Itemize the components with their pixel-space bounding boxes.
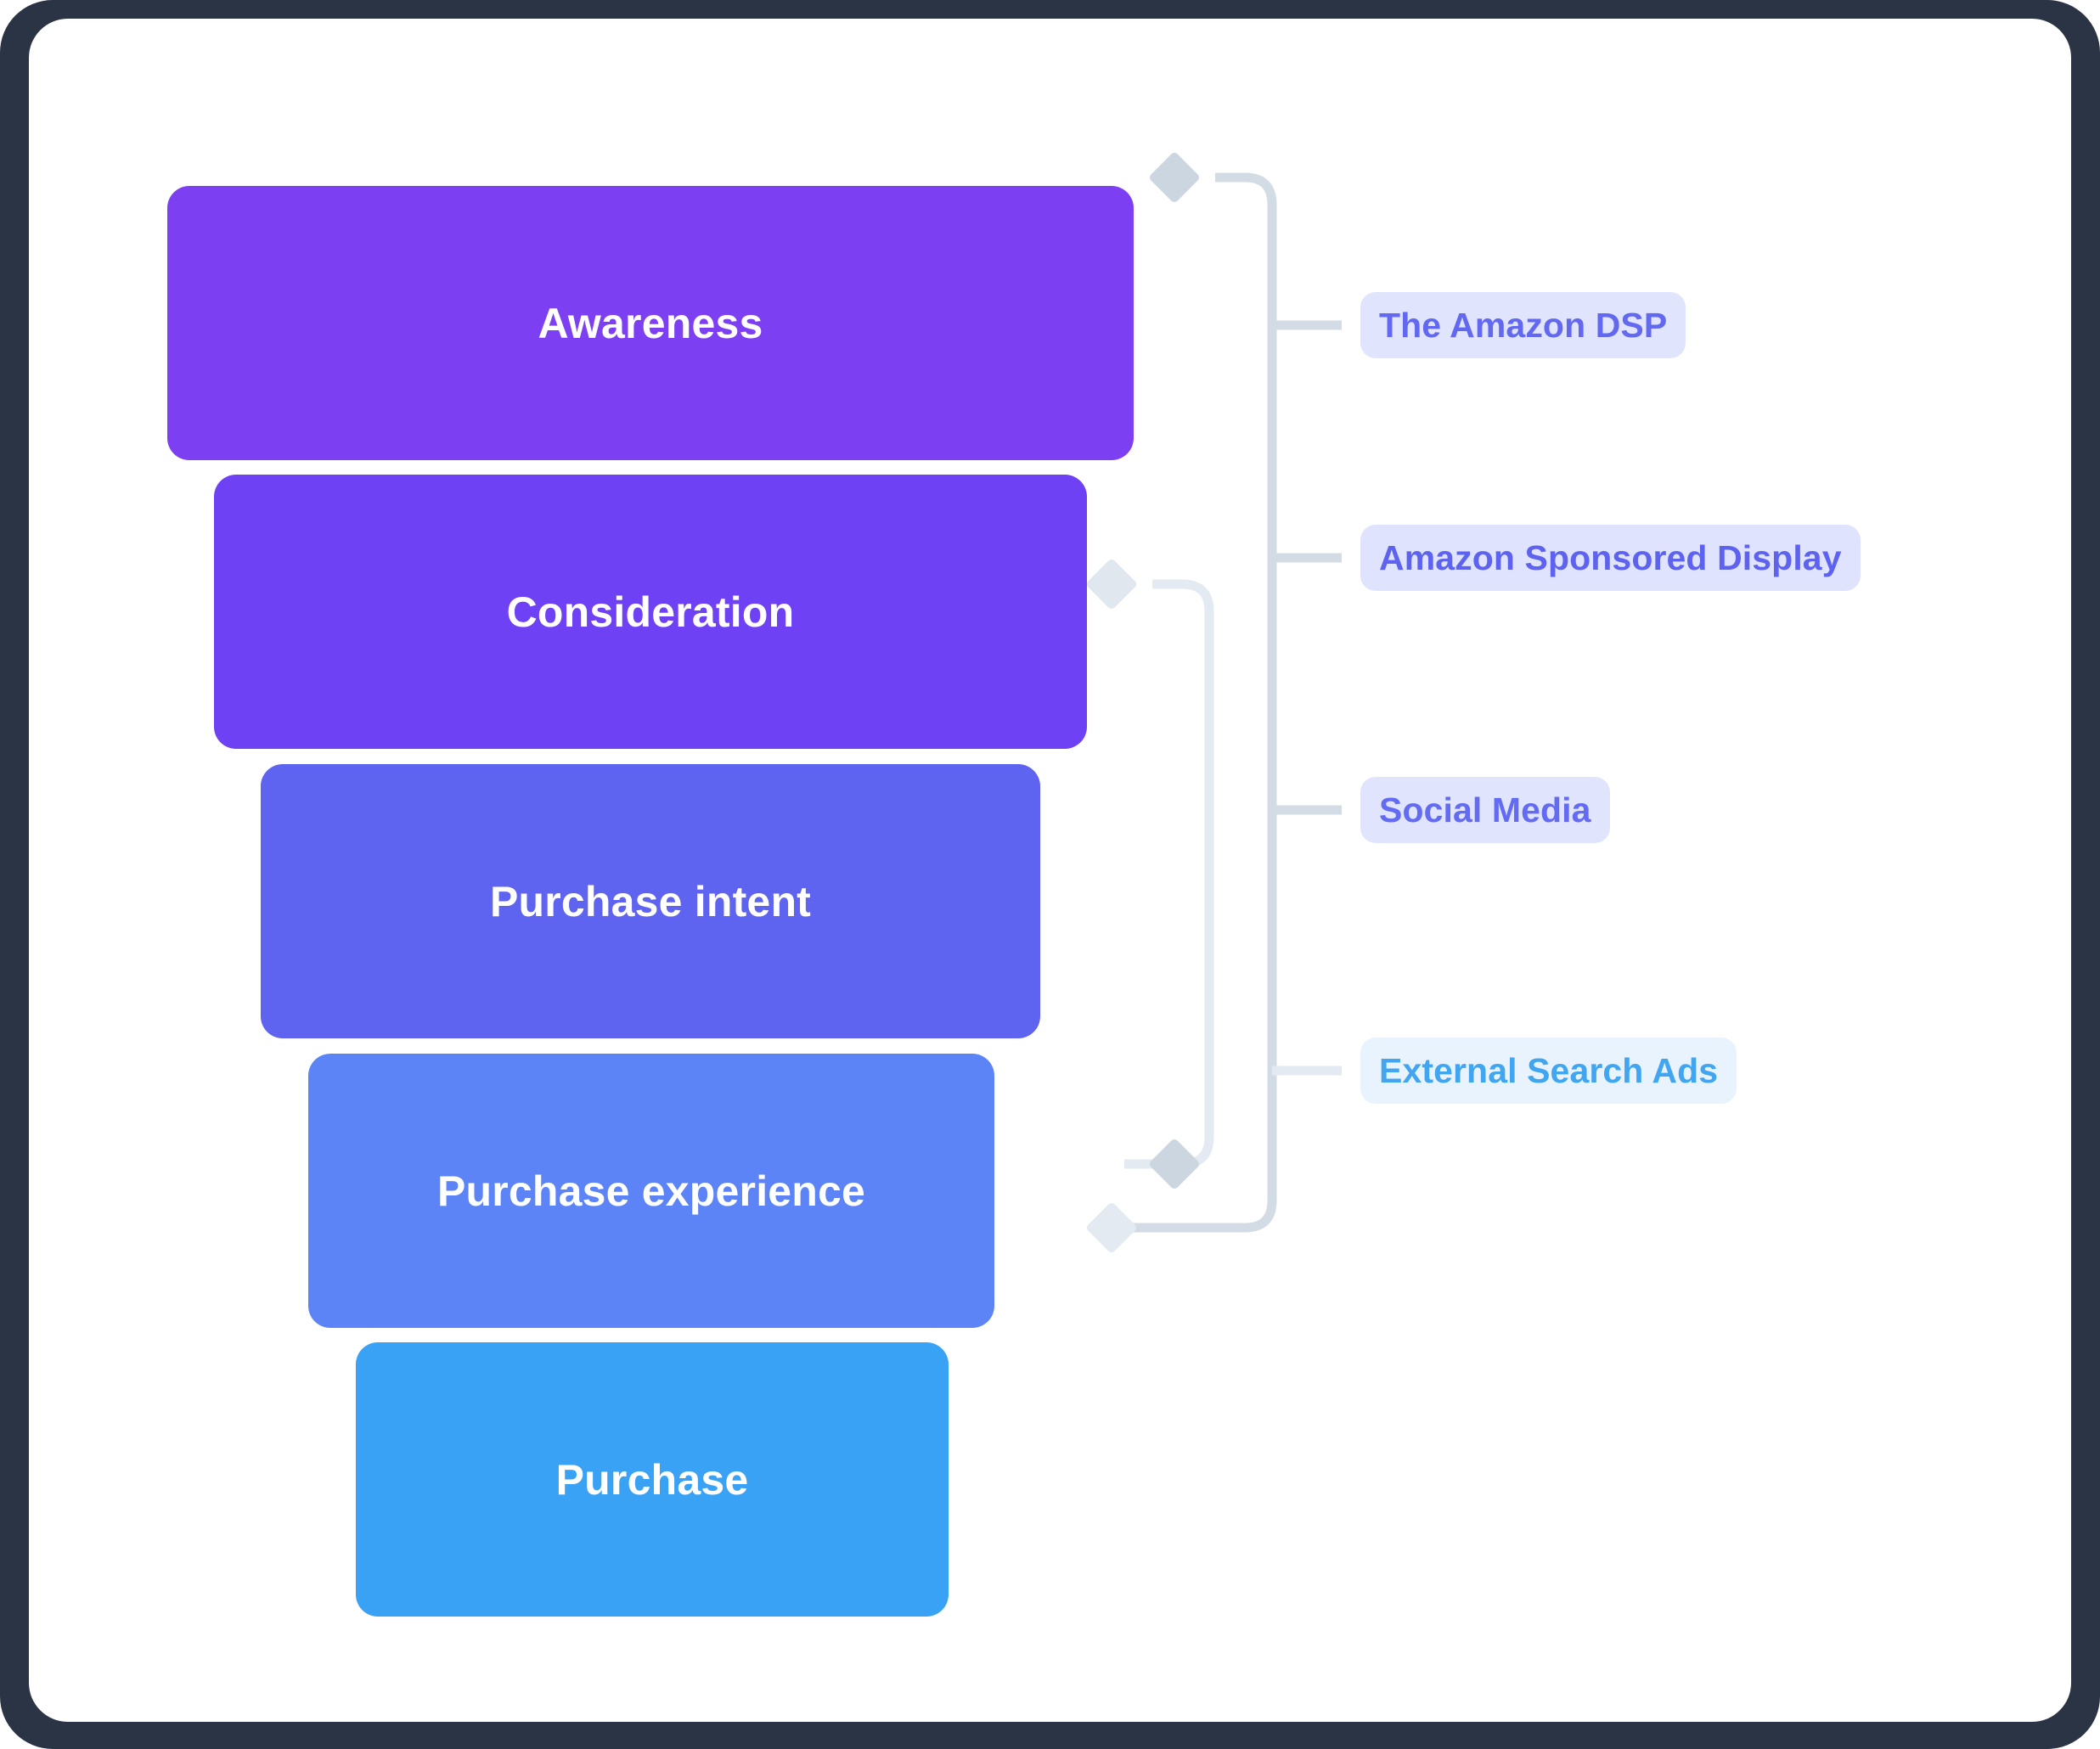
channel-pill-label: The Amazon DSP bbox=[1379, 305, 1668, 345]
diamond-node-purchase bbox=[1086, 1202, 1137, 1253]
diagram-card: Awareness Consideration Purchase intent … bbox=[29, 19, 2071, 1722]
channel-pill-label: External Search Ads bbox=[1379, 1050, 1719, 1090]
funnel-stage-awareness[interactable]: Awareness bbox=[167, 186, 1134, 460]
channel-pill-label: Amazon Sponsored Display bbox=[1379, 537, 1842, 577]
funnel-stage-label: Awareness bbox=[538, 299, 763, 347]
channel-pill-label: Social Media bbox=[1379, 790, 1591, 830]
funnel-stage-purchase[interactable]: Purchase bbox=[356, 1342, 949, 1617]
diamond-node-purchase-experience bbox=[1149, 1139, 1200, 1189]
funnel-stage-purchase-intent[interactable]: Purchase intent bbox=[261, 764, 1040, 1038]
diamond-node-awareness bbox=[1149, 152, 1200, 203]
channel-pill-social-media[interactable]: Social Media bbox=[1360, 777, 1610, 843]
funnel-stage-label: Purchase bbox=[555, 1455, 749, 1504]
funnel-stage-consideration[interactable]: Consideration bbox=[214, 475, 1087, 749]
connector-path-consideration bbox=[1124, 579, 1214, 1169]
channel-pill-amazon-sponsored-display[interactable]: Amazon Sponsored Display bbox=[1360, 525, 1861, 591]
funnel-stage-purchase-experience[interactable]: Purchase experience bbox=[308, 1054, 994, 1328]
funnel-stage-label: Purchase intent bbox=[489, 877, 812, 925]
diamond-node-consideration bbox=[1086, 559, 1137, 610]
connector-path-awareness bbox=[1124, 172, 1277, 1233]
funnel-stage-label: Consideration bbox=[506, 588, 795, 636]
channel-pill-the-amazon-dsp[interactable]: The Amazon DSP bbox=[1360, 292, 1686, 358]
funnel-stage-label: Purchase experience bbox=[436, 1167, 866, 1215]
channel-pill-external-search-ads[interactable]: External Search Ads bbox=[1360, 1038, 1737, 1104]
